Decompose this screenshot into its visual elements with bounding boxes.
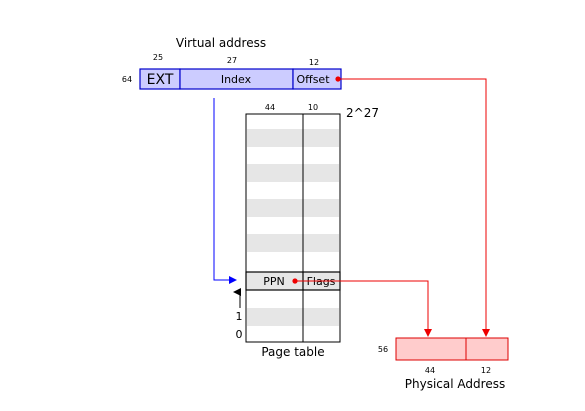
page-table-border	[245, 113, 341, 343]
virtual-address-title: Virtual address	[176, 36, 266, 50]
page-table: PPN Flags 44 10 2^27 1 0 Page table	[233, 103, 379, 359]
page-table-stripe	[247, 234, 339, 252]
pa-offset-field	[465, 337, 509, 361]
pa-offset-bits: 12	[481, 366, 491, 375]
page-table-ppn-bits: 44	[265, 103, 275, 112]
offset-to-pa-arrow	[338, 78, 490, 337]
pa-ppn-bits: 44	[425, 366, 435, 375]
physical-address-width-label: 56	[378, 345, 388, 354]
row-index-1: 1	[236, 310, 243, 323]
page-table-stripes	[247, 129, 339, 326]
page-table-entries-label: 2^27	[346, 106, 379, 120]
row-index-0: 0	[236, 328, 243, 341]
pte-ppn-label: PPN	[263, 275, 285, 288]
va-index-label: Index	[221, 73, 252, 86]
va-offset-label: Offset	[296, 73, 330, 86]
va-offset-bits: 12	[309, 58, 319, 67]
physical-address-title: Physical Address	[405, 377, 505, 391]
page-table-stripe	[247, 129, 339, 147]
va-ext-label: EXT	[147, 72, 174, 88]
index-to-pte-arrow	[213, 98, 237, 284]
va-ext-bits: 25	[153, 53, 163, 62]
virtual-address: Virtual address 64 25 27 12 EXT Index Of…	[122, 36, 342, 90]
page-table-title: Page table	[261, 345, 324, 359]
page-table-flags-bits: 10	[308, 103, 318, 112]
arrows	[213, 76, 490, 337]
pa-ppn-field	[395, 337, 467, 361]
page-table-stripe	[247, 164, 339, 182]
virtual-address-width-label: 64	[122, 75, 132, 84]
ppn-to-pa-arrow	[295, 280, 432, 337]
physical-address: 56 44 12 Physical Address	[378, 337, 509, 391]
page-table-stripe	[247, 308, 339, 326]
va-index-bits: 27	[227, 56, 237, 65]
page-table-stripe	[247, 199, 339, 217]
